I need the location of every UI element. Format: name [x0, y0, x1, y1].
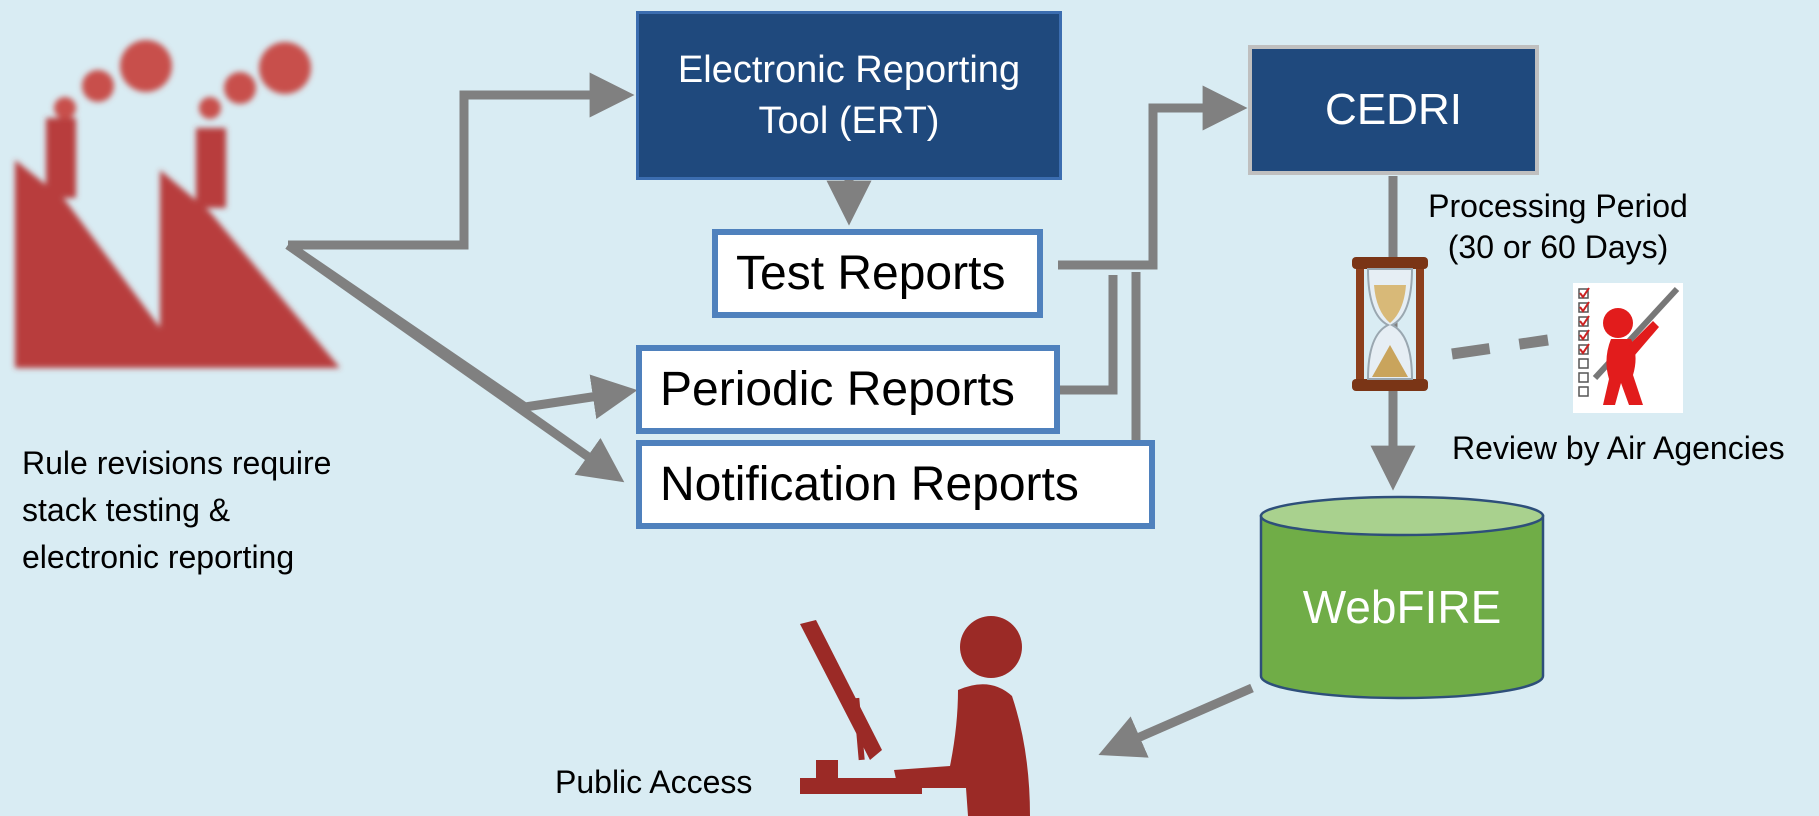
test-reports-box: Test Reports [712, 229, 1043, 318]
ert-box: Electronic Reporting Tool (ERT) [636, 11, 1062, 180]
notification-reports-box: Notification Reports [636, 440, 1155, 529]
periodic-reports-box: Periodic Reports [636, 345, 1060, 434]
ert-label-line2: Tool (ERT) [758, 99, 940, 142]
processing-line1: Processing Period [1428, 188, 1688, 224]
webfire-label: WebFIRE [1302, 581, 1502, 633]
ert-label-line1: Electronic Reporting [677, 48, 1021, 91]
test-reports-label: Test Reports [736, 247, 1006, 300]
arrow-factory-to-notification [285, 241, 625, 483]
person-at-computer-icon [800, 616, 1030, 816]
arrow-webfire-to-public [1098, 683, 1254, 758]
processing-line2: (30 or 60 Days) [1447, 229, 1669, 265]
webfire-database-icon [1259, 495, 1545, 700]
reviewer-checklist-icon [1573, 283, 1683, 413]
cedri-label: CEDRI [1325, 85, 1462, 134]
rule-revisions-note: Rule revisions require stack testing & e… [22, 440, 331, 581]
public-access-label: Public Access [555, 764, 753, 800]
rule-note-line1: Rule revisions require [22, 445, 332, 481]
factory-icon [15, 40, 340, 368]
notification-reports-label: Notification Reports [660, 458, 1079, 511]
arrow-factory-to-ert [288, 72, 635, 250]
arrow-test-to-cedri [1058, 85, 1248, 270]
hourglass-icon [1352, 257, 1428, 391]
processing-period-label: Processing Period (30 or 60 Days) [1408, 186, 1708, 268]
periodic-reports-label: Periodic Reports [660, 363, 1015, 416]
cedri-box: CEDRI [1248, 45, 1539, 175]
dashed-review-line [1451, 334, 1549, 360]
connector-periodic [1060, 275, 1118, 395]
rule-note-line3: electronic reporting [22, 539, 295, 575]
rule-note-line2: stack testing & [22, 492, 231, 528]
review-label: Review by Air Agencies [1452, 430, 1785, 466]
